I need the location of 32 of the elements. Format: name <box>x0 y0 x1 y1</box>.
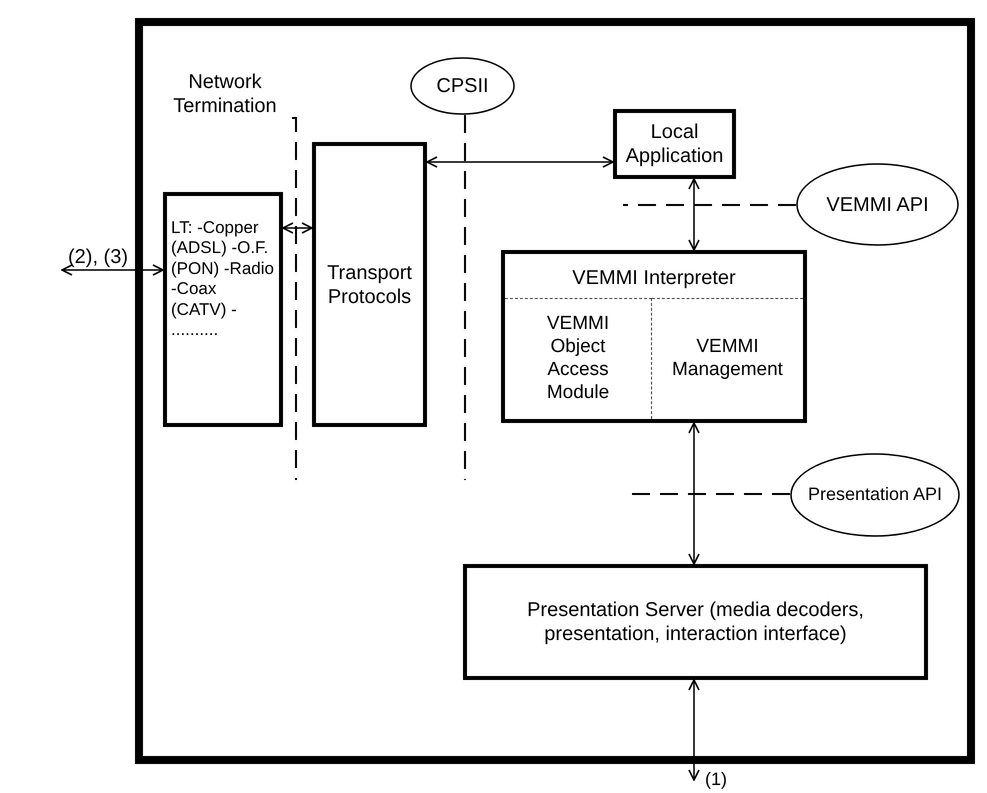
arrow <box>282 222 313 234</box>
interface-ellipse <box>790 453 960 537</box>
terminal-boundary-box <box>135 18 975 764</box>
interface-label: CPSII <box>436 74 489 98</box>
interface-ellipse <box>796 163 959 246</box>
reference-line <box>623 204 796 206</box>
process-box <box>463 564 928 680</box>
process-box <box>312 142 427 427</box>
arrow <box>688 178 700 251</box>
arrow <box>61 264 164 276</box>
interface-ellipse <box>410 57 515 115</box>
reference-point-label: (2), (3) <box>58 244 138 270</box>
process-box <box>501 250 807 423</box>
arrow <box>688 422 700 565</box>
box-label: VEMMI Interpreter <box>572 266 736 290</box>
reference-line <box>292 117 297 480</box>
arrow <box>426 156 614 168</box>
box-label: Local Application <box>624 120 724 168</box>
module-section <box>505 298 652 419</box>
reference-line <box>464 115 466 480</box>
reference-point-label: (1) <box>694 768 738 792</box>
box-label: Presentation Server (media decoders, presentation, interaction interface) <box>526 598 865 646</box>
process-box <box>613 109 736 179</box>
arrow <box>688 679 700 781</box>
interface-label: Presentation API <box>808 484 942 506</box>
box-label: VEMMI Management <box>671 336 784 382</box>
box-label: Transport Protocols <box>326 260 413 308</box>
box-label: VEMMI Object Access Module <box>546 313 610 405</box>
process-box <box>163 192 283 427</box>
interface-label: VEMMI API <box>826 192 929 216</box>
box-label: LT: -Copper (ADSL) -O.F.(PON) -Radio -Coax (CATV) - .......... <box>171 218 275 340</box>
reference-point-label: Network Termination <box>158 68 292 120</box>
